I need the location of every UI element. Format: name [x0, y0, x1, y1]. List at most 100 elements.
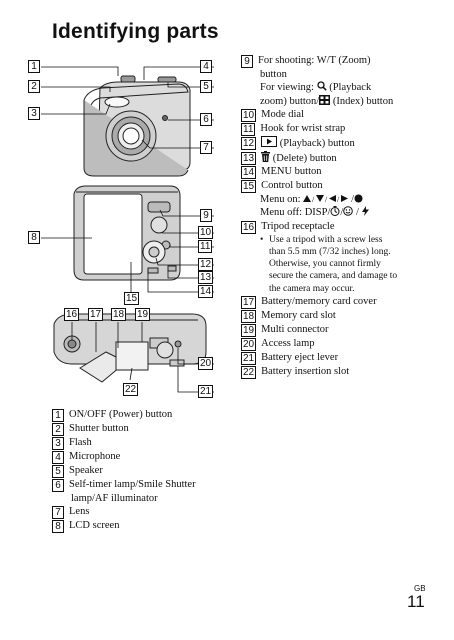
item-text: Self-timer lamp/Smile Shutter — [69, 479, 196, 490]
camera-illustration — [41, 66, 214, 393]
item-text: Battery insertion slot — [261, 365, 350, 377]
svg-text:/: / — [325, 195, 328, 203]
callout-18: 18 — [111, 308, 127, 321]
triangle-up-icon — [303, 195, 312, 203]
camera-front-view — [83, 75, 191, 177]
index-icon — [319, 94, 331, 105]
callout-6: 6 — [200, 113, 212, 126]
callout-12: 12 — [198, 258, 214, 271]
list-item: 9 For shooting: W/T (Zoom) — [241, 54, 421, 68]
magnifier-icon — [316, 81, 327, 92]
callout-20: 20 — [198, 357, 214, 370]
page-number: 11 — [407, 592, 425, 611]
note-line: the camera may occur. — [269, 283, 355, 294]
camera-back-view — [73, 185, 181, 281]
item-number: 19 — [241, 323, 257, 337]
callout-4: 4 — [200, 60, 212, 73]
camera-bottom-view — [53, 313, 207, 383]
item-text: Battery eject lever — [261, 351, 339, 363]
item-text: Shutter button — [69, 423, 129, 434]
item-text: Access lamp — [261, 337, 315, 349]
note-line: Use a tripod with a screw less — [269, 234, 383, 245]
list-item: 12 (Playback) button — [241, 136, 421, 151]
item-number: 22 — [241, 365, 257, 379]
item-number: 7 — [52, 506, 64, 520]
triangle-right-icon — [341, 195, 349, 203]
item-number: 17 — [241, 295, 257, 309]
menu-on-line: Menu on: //// — [260, 193, 421, 206]
item-number: 12 — [241, 137, 257, 151]
list-item: 15 Control button — [241, 179, 421, 194]
menu-off-line: Menu off: DISP// / — [260, 206, 421, 219]
callout-9: 9 — [200, 209, 212, 222]
language-code: GB — [414, 584, 426, 593]
callout-13: 13 — [198, 271, 214, 284]
item-number: 9 — [241, 55, 253, 68]
item-text: (Playback) button — [261, 136, 421, 150]
callout-2: 2 — [28, 80, 40, 93]
item-number: 3 — [52, 437, 64, 450]
note-line: than 5.5 mm (7/32 inches) long. — [269, 247, 391, 258]
item-text-continued: button — [260, 69, 287, 80]
item-text: Control button — [261, 180, 323, 192]
list-item: 19 Multi connector — [241, 323, 421, 337]
item-number: 15 — [241, 180, 257, 194]
callout-11: 11 — [198, 240, 213, 253]
list-item: 20 Access lamp — [241, 337, 421, 351]
item-number: 1 — [52, 409, 64, 422]
item-number: 2 — [52, 423, 64, 436]
callout-17: 17 — [88, 308, 104, 321]
direction-keys-icon: /// — [303, 195, 349, 203]
item-text: For shooting: W/T (Zoom) — [258, 55, 371, 66]
flash-icon — [361, 206, 369, 217]
item-text: Tripod receptacle — [261, 220, 335, 232]
svg-text:/: / — [312, 195, 315, 203]
item-number: 14 — [241, 166, 257, 180]
item-number: 16 — [241, 220, 257, 234]
item-number: 8 — [52, 520, 64, 534]
list-item: 11 Hook for wrist strap — [241, 122, 421, 137]
callout-10: 10 — [198, 226, 214, 239]
bullet-icon: • — [260, 234, 264, 245]
item-text: Memory card slot — [261, 309, 336, 321]
item-text: LCD screen — [69, 520, 120, 532]
item-number: 6 — [52, 479, 64, 492]
smile-icon — [343, 206, 354, 217]
item-number: 10 — [241, 109, 257, 123]
camera-diagram: 1 2 3 4 5 6 7 8 9 10 11 12 13 14 15 16 1… — [28, 52, 224, 402]
list-item: 7 Lens — [52, 505, 232, 520]
callout-16: 16 — [64, 308, 80, 321]
item-text-continued: lamp/AF illuminator — [71, 493, 158, 504]
item-text: MENU button — [261, 166, 322, 178]
item-text: Hook for wrist strap — [260, 123, 346, 135]
list-item: 17 Battery/memory card cover — [241, 295, 421, 309]
item-number: 4 — [52, 451, 64, 464]
callout-21: 21 — [198, 385, 214, 398]
item-text-continued: zoom) button/ (Index) button — [260, 94, 394, 107]
item-text: Speaker — [69, 465, 103, 476]
circle-icon — [354, 194, 363, 203]
callout-5: 5 — [200, 80, 212, 93]
callout-8: 8 — [28, 231, 40, 244]
parts-list-right: 9 For shooting: W/T (Zoom) button For vie… — [241, 54, 421, 379]
list-item: 16 Tripod receptacle — [241, 220, 421, 234]
trash-icon — [261, 150, 271, 162]
leader-lines — [41, 66, 214, 393]
item-text: Multi connector — [261, 323, 329, 335]
note-line: Otherwise, you cannot firmly — [269, 259, 381, 270]
callout-7: 7 — [200, 141, 212, 154]
item-number: 20 — [241, 337, 257, 351]
item-text: Lens — [69, 506, 90, 518]
item-text-continued: For viewing: (Playback — [260, 81, 372, 94]
item-text: Battery/memory card cover — [261, 295, 377, 307]
list-item: 6 Self-timer lamp/Smile Shutter — [52, 478, 232, 492]
playback-icon — [261, 136, 278, 148]
item-text: (Delete) button — [261, 150, 421, 165]
item-number: 11 — [241, 123, 256, 137]
